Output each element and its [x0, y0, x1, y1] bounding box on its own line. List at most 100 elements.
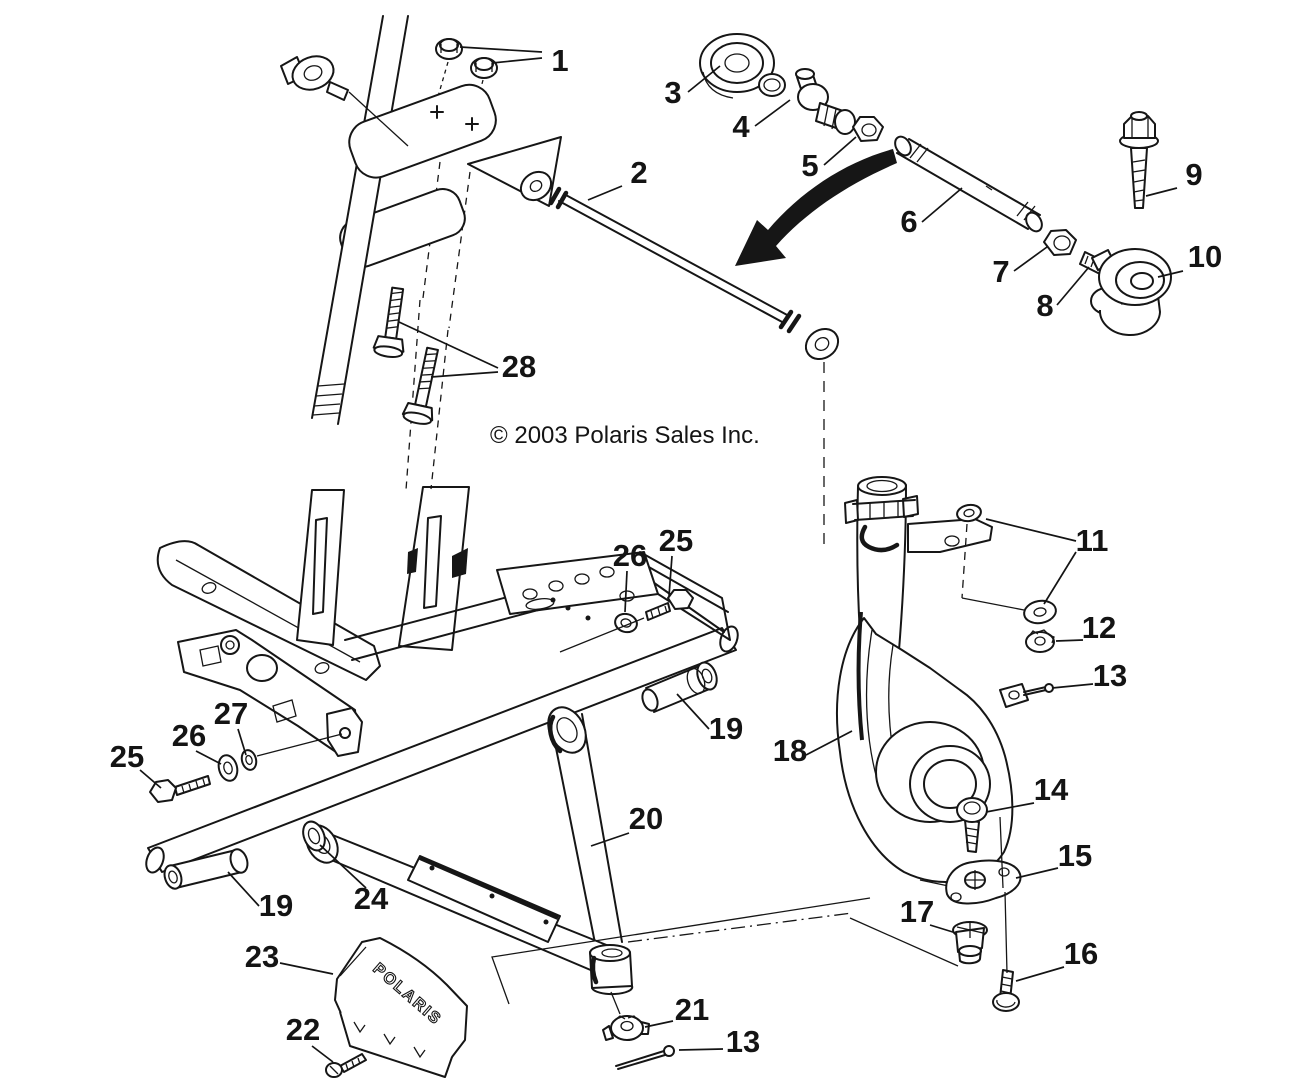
callout-2: 2	[630, 155, 647, 190]
callout-14: 14	[1034, 772, 1069, 807]
cotter-pin-part13-lower	[615, 1045, 675, 1070]
callout-19b: 19	[259, 888, 293, 923]
alignment-lines	[491, 362, 1008, 1005]
leader-line-15	[1015, 867, 1059, 879]
callout-11: 11	[1076, 523, 1109, 558]
pivot-bolt-part25-lower	[149, 775, 211, 803]
spacer-tube-part19-lower	[163, 848, 249, 890]
a-arm-guard-part23: POLARIS	[334, 937, 468, 1078]
leader-line-25b	[139, 769, 162, 789]
callout-5: 5	[801, 148, 818, 183]
leader-line-11	[985, 518, 1077, 542]
pivot-bolt-part25-upper	[645, 589, 694, 621]
leader-line-1	[491, 57, 543, 64]
callout-19a: 19	[709, 711, 743, 746]
callout-28: 28	[502, 349, 536, 384]
callout-20: 20	[629, 801, 663, 836]
ball-joint-part4	[795, 68, 856, 135]
bushing-part24	[302, 820, 326, 852]
screw-part22	[325, 1053, 367, 1078]
leader-line-20	[590, 832, 630, 847]
leader-line-7	[1013, 246, 1048, 272]
leader-line-25a	[668, 555, 673, 597]
a-arm-assembly	[305, 706, 634, 1015]
steering-column	[280, 15, 497, 491]
leader-line-12	[1055, 639, 1084, 642]
leader-line-24	[319, 844, 367, 889]
callout-17: 17	[900, 894, 934, 929]
leader-line-28	[430, 371, 499, 378]
callout-26b: 26	[172, 718, 206, 753]
callout-22: 22	[286, 1012, 320, 1047]
leader-line-26b	[195, 750, 222, 765]
leader-line-13b	[678, 1048, 724, 1051]
tie-rod-shaft-part6	[894, 135, 1043, 233]
flange-bolt-part9	[1119, 111, 1159, 209]
leader-line-22	[311, 1045, 334, 1063]
callout-4: 4	[732, 109, 750, 144]
washer-part26-lower	[217, 754, 239, 782]
callout-25a: 25	[659, 523, 693, 558]
leader-line-16	[1015, 966, 1065, 982]
pivot-sleeve-part19-upper	[641, 661, 718, 713]
leader-line-13a	[1051, 683, 1094, 689]
insert-direction-arrow	[467, 136, 562, 207]
callout-16: 16	[1064, 936, 1098, 971]
mounting-bolts-part28	[372, 286, 439, 425]
callout-12: 12	[1082, 610, 1116, 645]
leader-line-1	[459, 46, 543, 53]
callout-23: 23	[245, 939, 279, 974]
leader-line-19a	[676, 693, 710, 730]
callout-13a: 13	[1093, 658, 1127, 693]
leader-line-9	[1145, 187, 1178, 197]
frame-assembly	[145, 486, 739, 874]
rotation-arrow	[735, 149, 897, 266]
leader-line-18	[805, 730, 853, 756]
leader-line-11	[1043, 551, 1077, 605]
ball-joint-cup-part17	[952, 921, 988, 965]
leader-line-6	[921, 187, 963, 223]
callout-3: 3	[664, 75, 681, 110]
leader-line-19b	[227, 871, 260, 907]
leader-line-23	[279, 962, 334, 975]
cotter-pin-part13-upper	[1023, 683, 1054, 696]
tie-rod-end-part10	[1090, 248, 1172, 337]
leader-line-27	[237, 728, 247, 756]
washer-part26-upper	[559, 612, 645, 653]
callout-labels: 1234567891011121314151617181919202113222…	[110, 43, 1222, 1063]
bolt-part16	[992, 969, 1020, 1012]
leader-line-28	[398, 321, 499, 369]
leader-line-21	[644, 1020, 674, 1028]
callout-21: 21	[675, 992, 709, 1027]
flange-nuts-part1	[435, 38, 498, 79]
callout-7: 7	[992, 254, 1009, 289]
tie-rod-end-part3	[699, 33, 786, 99]
jam-nut-part5	[852, 116, 884, 142]
callout-1: 1	[551, 43, 568, 78]
callout-8: 8	[1036, 288, 1053, 323]
callout-18: 18	[773, 733, 807, 768]
callout-6: 6	[900, 204, 917, 239]
leader-line-14	[985, 802, 1035, 813]
bolt-part14	[956, 797, 988, 853]
leader-line-5	[823, 136, 857, 166]
washers-part11	[956, 503, 1057, 625]
jam-nut-part7	[1043, 229, 1077, 256]
leader-line-3	[687, 65, 721, 93]
plate-part15	[945, 859, 1022, 905]
steering-knuckle-part18	[836, 476, 1029, 889]
callout-9: 9	[1185, 157, 1202, 192]
leader-line-4	[754, 99, 791, 127]
tie-rod-part2	[519, 170, 840, 361]
callout-24: 24	[354, 881, 389, 916]
castle-nut-part12	[1025, 629, 1055, 653]
leader-line-17	[929, 924, 957, 934]
copyright-text: © 2003 Polaris Sales Inc.	[490, 422, 760, 449]
leader-line-10	[1157, 270, 1184, 278]
callout-15: 15	[1058, 838, 1092, 873]
castle-nut-part21	[602, 1015, 650, 1041]
callout-26a: 26	[613, 538, 647, 573]
leader-line-8	[1056, 266, 1090, 306]
